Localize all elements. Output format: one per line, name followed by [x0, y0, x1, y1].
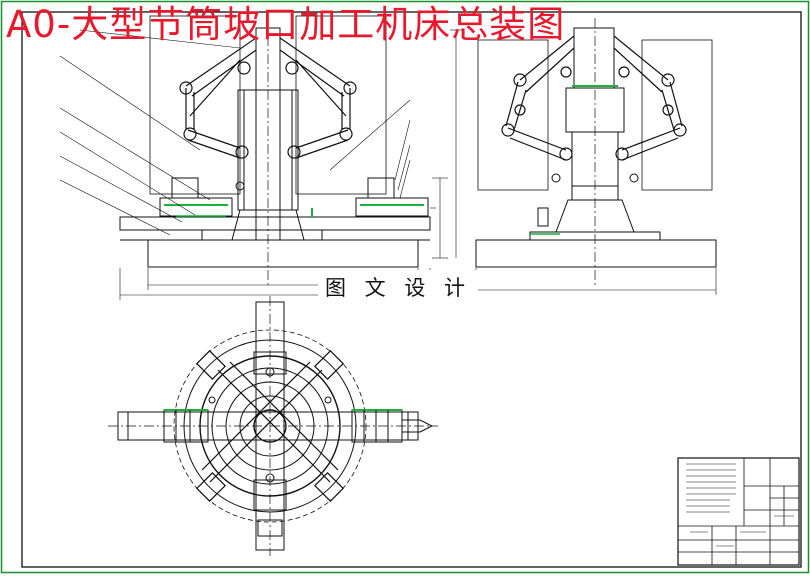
front-left-tool-head	[159, 177, 245, 217]
side-left-linkage	[501, 35, 575, 161]
front-left-linkage	[179, 37, 257, 159]
side-base-plate	[475, 239, 717, 268]
side-dimensions	[475, 268, 717, 295]
side-right-linkage	[613, 35, 687, 161]
front-leaders	[59, 29, 411, 236]
front-dimensions	[119, 29, 462, 300]
front-base-plate	[147, 239, 419, 268]
drawing-title: A0-大型节筒坡口加工机床总装图	[6, 3, 566, 46]
top-diagonal-arms	[196, 350, 344, 502]
watermark: 图 文 设 计	[318, 270, 478, 306]
title-block	[677, 457, 800, 566]
top-view	[108, 296, 438, 556]
top-center-bore	[253, 409, 287, 443]
top-tool-carriages	[163, 351, 434, 511]
front-right-linkage	[279, 37, 357, 159]
drawing-frame	[21, 11, 802, 568]
side-view	[475, 18, 717, 295]
front-right-tool-head	[355, 177, 429, 217]
front-view	[59, 15, 462, 300]
front-table	[119, 216, 431, 231]
